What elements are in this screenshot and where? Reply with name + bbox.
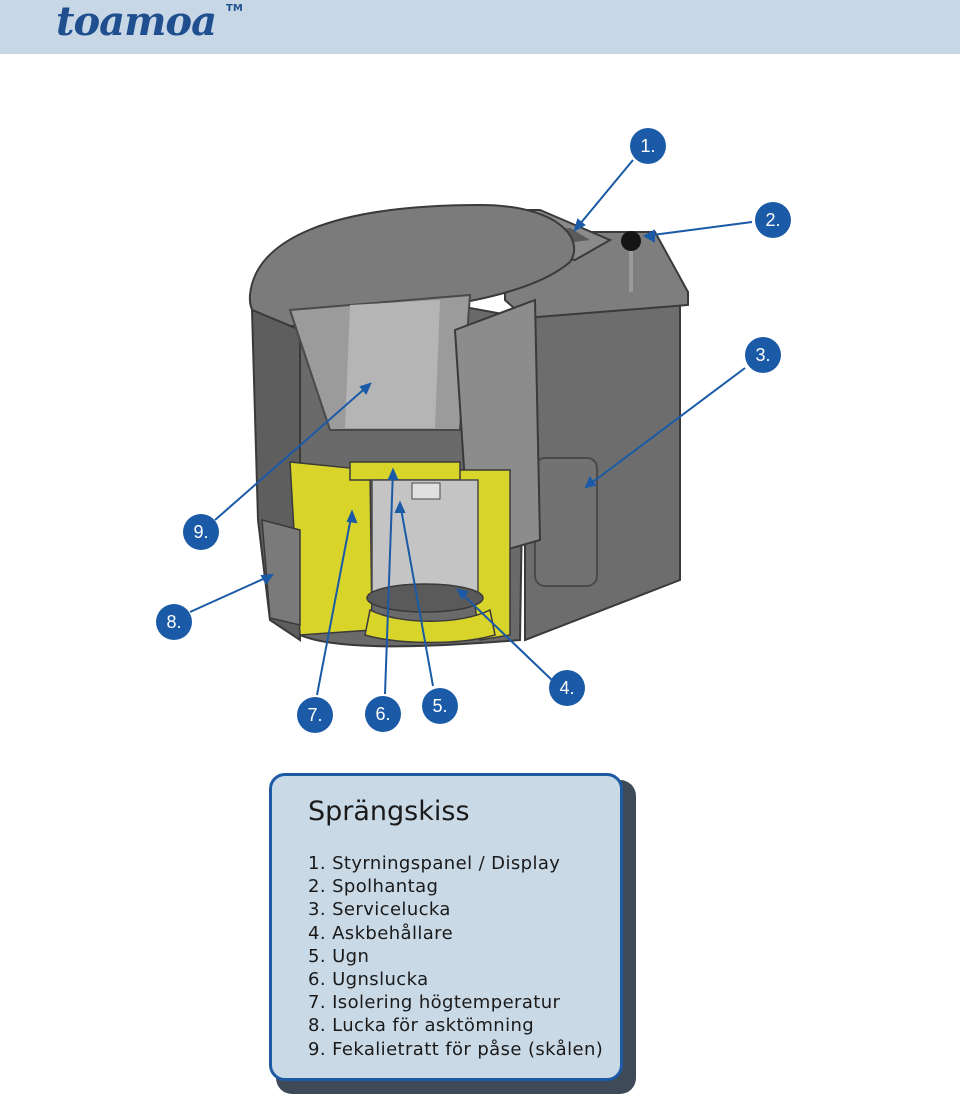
- callout-8: 8.: [156, 604, 192, 640]
- callout-9: 9.: [183, 514, 219, 550]
- arrowhead-7: [346, 509, 358, 524]
- legend-title: Sprängskiss: [308, 796, 470, 827]
- callout-3: 3.: [745, 337, 781, 373]
- leader-line-7: [316, 511, 353, 696]
- arrowhead-8: [260, 573, 275, 585]
- arrowhead-3: [584, 475, 597, 489]
- legend-item: 6. Ugnslucka: [308, 969, 429, 991]
- leader-line-5: [399, 502, 434, 687]
- callout-4: 4.: [549, 670, 585, 706]
- callout-7: 7.: [297, 697, 333, 733]
- arrowhead-2: [642, 229, 655, 243]
- arrowhead-4: [456, 588, 469, 600]
- legend-item: 1. Styrningspanel / Display: [308, 853, 561, 874]
- arrowhead-6: [387, 467, 399, 480]
- legend-item: 7. Isolering högtemperatur: [308, 992, 561, 1014]
- leader-line-2: [644, 221, 753, 237]
- callout-1: 1.: [630, 128, 666, 164]
- legend-box: Sprängskiss 1. Styrningspanel / Display …: [269, 773, 623, 1081]
- service-hatch: [534, 457, 598, 587]
- legend-item: 3. Servicelucka: [308, 899, 451, 921]
- leader-line-9: [214, 383, 371, 521]
- insulation-bottom: [364, 608, 496, 644]
- legend-item: 2. Spolhantag: [308, 876, 439, 898]
- legend-list: 1. Styrningspanel / Display 2. Spolhanta…: [308, 852, 603, 1061]
- legend-item: 8. Lucka för asktömning: [308, 1015, 535, 1037]
- legend-item: 4. Askbehållare: [308, 922, 454, 944]
- arrowhead-5: [394, 500, 406, 513]
- flush-handle-knob: [621, 231, 641, 251]
- callout-6: 6.: [365, 696, 401, 732]
- insulation-left: [289, 461, 373, 636]
- leader-line-4: [457, 589, 556, 684]
- callout-2: 2.: [755, 202, 791, 238]
- arrowhead-9: [359, 382, 372, 395]
- leader-line-8: [189, 574, 273, 613]
- legend-item: 5. Ugn: [308, 945, 370, 967]
- ash-container: [366, 583, 484, 613]
- toilet-cutaway-illustration: [189, 159, 753, 696]
- callout-5: 5.: [422, 688, 458, 724]
- header-bar: toamoa TM: [0, 0, 960, 54]
- leader-line-1: [574, 159, 634, 231]
- brand-logo: toamoa: [56, 0, 217, 45]
- trademark-mark: TM: [226, 3, 243, 14]
- oven-door: [411, 482, 441, 500]
- leader-line-3: [585, 367, 746, 488]
- insulation-top: [349, 461, 461, 481]
- funnel-inner: [345, 300, 440, 428]
- ash-hatch: [261, 519, 301, 626]
- arrowhead-1: [573, 218, 586, 233]
- legend-item: 9. Fekalietratt för påse (skålen): [308, 1038, 604, 1060]
- leader-line-6: [384, 469, 394, 695]
